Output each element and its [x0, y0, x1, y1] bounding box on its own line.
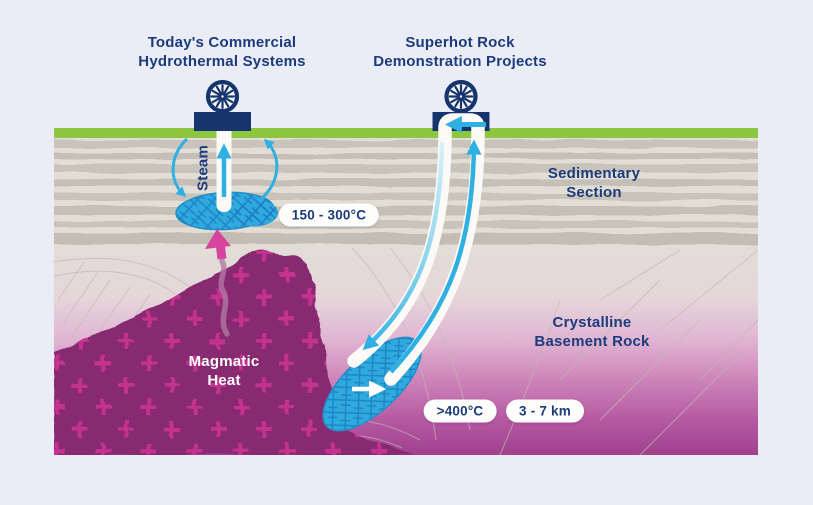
superhot-title-line2: Demonstration Projects: [373, 53, 547, 70]
injection-down-arrow: [362, 141, 445, 351]
depth-badge: 3 - 7 km: [506, 399, 584, 423]
hydrothermal-title-line1: Today's Commercial: [147, 33, 297, 51]
superhot-temperature-badge: >400°C: [423, 399, 497, 423]
magma-label-line1: Magmatic: [188, 352, 260, 370]
hydrothermal-title-line2: Hydrothermal Systems: [138, 53, 306, 70]
heat-squiggle: [218, 258, 230, 337]
sedimentary-section-label: Sedimentary Section: [548, 164, 640, 202]
sedimentary-section-zone: [54, 136, 758, 246]
magma-label-line2: Heat: [207, 372, 241, 389]
turbine-icon: [194, 80, 251, 131]
superhot-title-line1: Superhot Rock: [405, 33, 515, 51]
sedimentary-label-line2: Section: [566, 184, 622, 201]
sedimentary-label-line1: Sedimentary: [547, 164, 641, 182]
convection-arrow-right: [260, 138, 279, 200]
crystalline-basement-label: Crystalline Basement Rock: [534, 313, 649, 351]
crystalline-label-line2: Basement Rock: [534, 333, 650, 350]
hydrothermal-title: Today's Commercial Hydrothermal Systems: [138, 33, 305, 71]
magmatic-heat-label: Magmatic Heat: [189, 352, 260, 390]
ground-surface-strip: [54, 128, 758, 138]
hydrothermal-temperature-badge: 150 - 300°C: [278, 203, 380, 227]
magma-heat-arrow: [205, 229, 231, 260]
superhot-title: Superhot Rock Demonstration Projects: [373, 33, 547, 71]
convection-arrow-left: [171, 137, 189, 198]
steam-label: Steam: [194, 144, 212, 192]
production-up-arrow: [389, 139, 482, 374]
crystalline-label-line1: Crystalline: [552, 313, 632, 331]
